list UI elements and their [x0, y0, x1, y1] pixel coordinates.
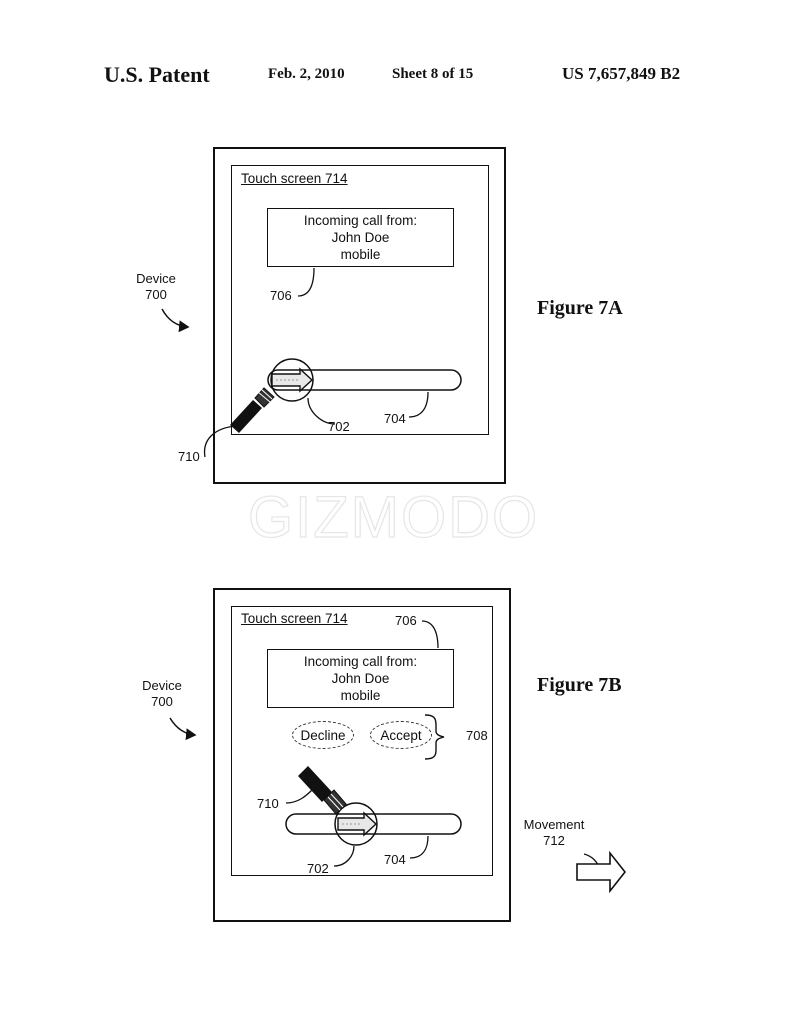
- call-line1-7a: Incoming call from:: [303, 213, 418, 228]
- touch-screen-label-7a: Touch screen 714: [241, 171, 348, 186]
- leader-710-7b: [285, 789, 313, 804]
- finger-icon-7a: [230, 387, 275, 433]
- device-outline-7a: [213, 147, 506, 484]
- gizmodo-watermark: GIZMODO: [247, 484, 540, 550]
- device-label-7b: Device 700: [132, 678, 192, 710]
- device-label-text-7b: Device: [142, 678, 182, 693]
- leader-704-7a: [408, 391, 429, 418]
- finger-icon-7b: [298, 766, 347, 815]
- device-outline-7b: [213, 588, 511, 922]
- ref-702-7a: 702: [328, 419, 350, 434]
- device-arrow-7a: [161, 308, 190, 333]
- ref-706-7b: 706: [395, 613, 417, 628]
- device-ref-7b: 700: [151, 694, 173, 709]
- device-arrow-7b: [169, 717, 197, 741]
- ref-706-7a: 706: [270, 288, 292, 303]
- thumb-arrow-7a: [271, 367, 314, 393]
- incoming-call-box-7a: Incoming call from: John Doe mobile: [267, 208, 454, 267]
- incoming-call-box-7b: Incoming call from: John Doe mobile: [267, 649, 454, 708]
- movement-label: Movement 712: [514, 817, 594, 849]
- ref-704-7a: 704: [384, 411, 406, 426]
- device-ref-7a: 700: [145, 287, 167, 302]
- ref-710-7a: 710: [178, 449, 200, 464]
- patent-header-date: Feb. 2, 2010: [268, 66, 345, 82]
- patent-header-number: US 7,657,849 B2: [562, 64, 681, 83]
- movement-ref: 712: [543, 833, 565, 848]
- leader-702-7a: [307, 397, 336, 425]
- touch-screen-7a: [231, 165, 489, 435]
- ref-702-7b: 702: [307, 861, 329, 876]
- patent-header-sheet: Sheet 8 of 15: [392, 66, 474, 82]
- leader-704-7b: [409, 835, 429, 859]
- brace-708: [424, 714, 445, 760]
- figure-7b-title: Figure 7B: [537, 674, 622, 696]
- call-line3-7a: mobile: [340, 247, 381, 262]
- device-label-text-7a: Device: [136, 271, 176, 286]
- call-line2-7a: John Doe: [331, 230, 390, 245]
- decline-button[interactable]: Decline: [292, 721, 354, 749]
- call-line1-7b: Incoming call from:: [303, 654, 418, 669]
- leader-706-7b: [421, 620, 439, 649]
- figure-7a-title: Figure 7A: [537, 297, 623, 319]
- slider-track-7a: [267, 369, 462, 391]
- movement-label-text: Movement: [523, 817, 585, 832]
- ref-710-7b: 710: [257, 796, 279, 811]
- call-line2-7b: John Doe: [331, 671, 390, 686]
- leader-706-7a: [297, 267, 315, 297]
- call-line3-7b: mobile: [340, 688, 381, 703]
- touch-screen-7b: [231, 606, 493, 876]
- movement-arrow-icon: [576, 850, 627, 894]
- patent-header-title: U.S. Patent: [104, 62, 210, 87]
- leader-702-7b: [333, 845, 355, 867]
- accept-button[interactable]: Accept: [370, 721, 432, 749]
- leader-710-7a: [203, 425, 237, 458]
- touch-screen-label-7b: Touch screen 714: [241, 611, 348, 626]
- device-label-7a: Device 700: [126, 271, 186, 303]
- ref-708-7b: 708: [466, 728, 488, 743]
- ref-704-7b: 704: [384, 852, 406, 867]
- thumb-arrow-7b: [337, 811, 378, 837]
